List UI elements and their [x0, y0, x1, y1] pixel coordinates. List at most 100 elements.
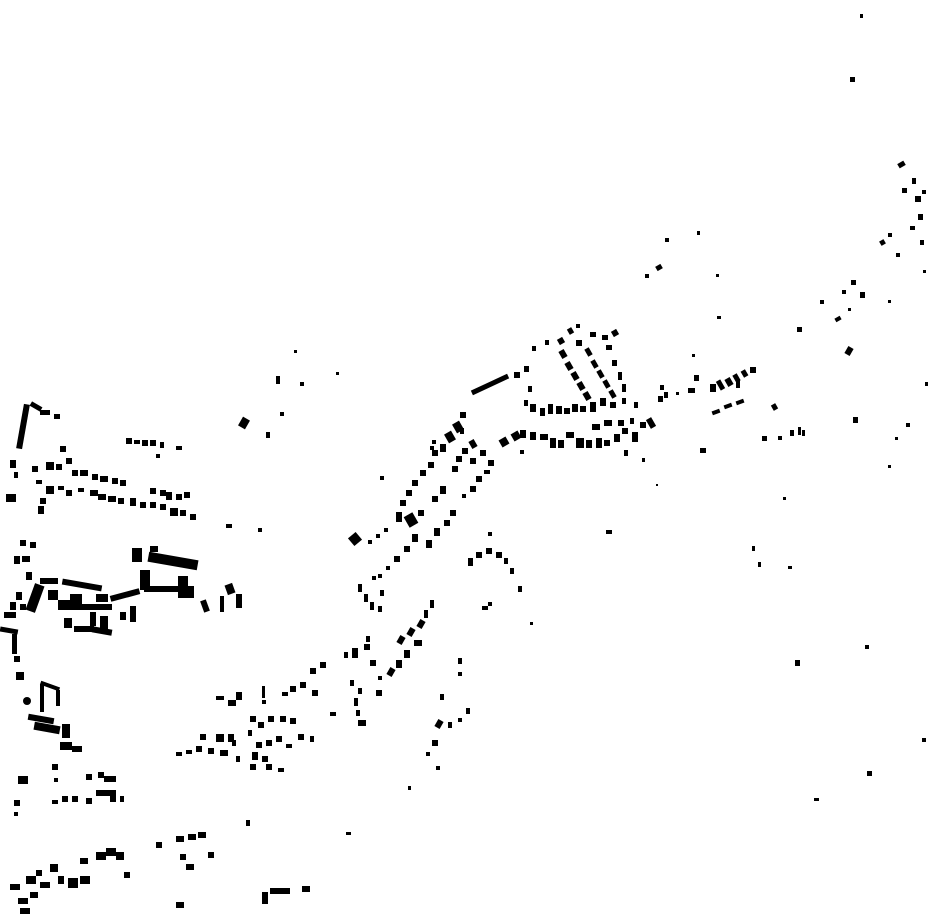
- building: [268, 716, 274, 722]
- building: [795, 660, 800, 666]
- building: [602, 335, 608, 340]
- building: [468, 558, 473, 566]
- building: [456, 456, 462, 462]
- building: [366, 636, 370, 642]
- building: [642, 458, 645, 462]
- building: [80, 876, 90, 884]
- building: [56, 464, 62, 470]
- building: [604, 420, 612, 426]
- building: [645, 274, 649, 278]
- building: [762, 436, 767, 441]
- building: [640, 422, 646, 428]
- building: [564, 361, 574, 371]
- building: [364, 594, 368, 602]
- building: [350, 680, 354, 686]
- building: [440, 694, 444, 700]
- building: [14, 656, 20, 662]
- building: [486, 548, 492, 554]
- building: [82, 604, 112, 610]
- building: [510, 568, 514, 574]
- building: [10, 460, 16, 468]
- building: [530, 404, 536, 412]
- building: [38, 506, 44, 514]
- building: [370, 602, 374, 610]
- building: [160, 490, 166, 496]
- building: [358, 688, 362, 694]
- building: [378, 676, 382, 680]
- building: [612, 360, 617, 366]
- building: [622, 428, 628, 434]
- building: [498, 436, 510, 448]
- building: [434, 528, 440, 536]
- building: [54, 414, 60, 419]
- building: [150, 440, 156, 446]
- building: [180, 854, 186, 860]
- building: [256, 742, 262, 748]
- building: [556, 336, 566, 346]
- building: [62, 796, 68, 802]
- building: [68, 878, 78, 888]
- building: [488, 460, 494, 466]
- building: [80, 858, 88, 864]
- building: [36, 480, 42, 484]
- building: [440, 444, 446, 452]
- building: [90, 490, 98, 496]
- building: [476, 476, 482, 482]
- building: [634, 402, 638, 408]
- building: [482, 606, 488, 610]
- building: [426, 540, 432, 548]
- building: [428, 462, 434, 468]
- building: [888, 300, 891, 303]
- building: [26, 572, 32, 580]
- building: [160, 504, 166, 510]
- building: [406, 490, 412, 496]
- building: [258, 528, 262, 532]
- building: [4, 612, 16, 618]
- building: [802, 430, 805, 436]
- building: [716, 274, 719, 277]
- building: [96, 790, 116, 796]
- building: [0, 626, 19, 635]
- building: [190, 514, 196, 520]
- building: [865, 645, 869, 649]
- building: [925, 382, 928, 386]
- building: [64, 618, 72, 628]
- building: [290, 686, 296, 692]
- building: [414, 640, 422, 646]
- building: [29, 401, 43, 412]
- building: [276, 736, 282, 742]
- building: [238, 416, 250, 430]
- building: [380, 476, 384, 480]
- building: [176, 752, 182, 756]
- building: [33, 721, 61, 735]
- building: [352, 648, 358, 658]
- building: [120, 796, 124, 802]
- building: [514, 372, 520, 378]
- building: [860, 292, 865, 298]
- building: [46, 462, 54, 470]
- building: [124, 872, 130, 878]
- building: [302, 886, 310, 892]
- building: [676, 392, 679, 395]
- building: [584, 347, 593, 357]
- building: [470, 486, 476, 492]
- building: [286, 744, 292, 748]
- building: [867, 771, 872, 776]
- building: [545, 340, 549, 345]
- building: [147, 551, 199, 571]
- building: [770, 403, 779, 411]
- building: [432, 496, 438, 502]
- building: [906, 423, 910, 427]
- building: [72, 796, 78, 802]
- building: [790, 430, 794, 436]
- building: [723, 402, 733, 410]
- building: [200, 599, 210, 613]
- building: [844, 346, 854, 356]
- building: [106, 848, 116, 856]
- building: [400, 500, 406, 506]
- building: [403, 512, 419, 528]
- building: [448, 722, 452, 728]
- building: [156, 842, 162, 848]
- building: [166, 492, 172, 500]
- building: [236, 756, 240, 762]
